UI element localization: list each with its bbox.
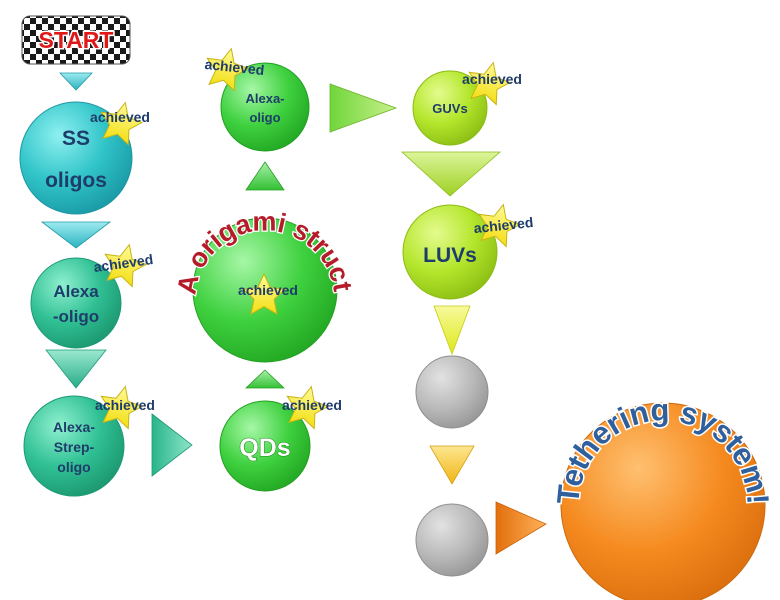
arrow-grey-2-to-tethering [495, 501, 547, 555]
achieved-label: achieved [238, 282, 298, 298]
arrow-alexa-oligo-to-alexa-strep [45, 349, 107, 389]
achieved-label: achieved [473, 214, 534, 236]
arrow-dna-origami-to-alexa-oligo [245, 161, 285, 191]
arrow-luvs-to-grey-1 [433, 305, 471, 356]
achieved-star-badge: achieved [90, 97, 150, 148]
achieved-star-badge: achieved [462, 57, 522, 108]
achieved-star-badge: achieved [94, 381, 155, 432]
alexa-oligo-top-label-line1: Alexa- [245, 91, 284, 106]
arrow-guvs-to-luvs [400, 151, 502, 197]
start-badge: START [21, 15, 131, 65]
node-ss-oligos: SS oligos [19, 101, 133, 215]
qds-label: QDs [239, 434, 290, 462]
luvs-label: LUVs [423, 244, 477, 267]
achieved-label: achieved [462, 71, 522, 87]
node-luvs: LUVs [402, 204, 498, 300]
guvs-label: GUVs [432, 101, 467, 116]
achieved-label: achieved [204, 56, 265, 78]
alexa-oligo-left-label-line2: -oligo [53, 307, 99, 326]
node-alexa-oligo-top: Alexa- oligo [220, 62, 310, 152]
node-guvs: GUVs [412, 70, 488, 146]
ss-oligos-label-line1: SS [62, 127, 90, 150]
achieved-star-badge: achieved [200, 43, 265, 94]
arrow-alexa-strep-to-qds [151, 413, 193, 477]
achieved-star-badge: achieved [472, 199, 534, 250]
node-qds: QDs [219, 400, 311, 492]
arrow-grey-1-to-grey-2 [429, 445, 475, 485]
start-label: START [39, 27, 114, 53]
alexa-strep-oligo-label-line1: Alexa- [53, 419, 95, 435]
achieved-label: achieved [90, 109, 150, 125]
achieved-star-badge: achieved [238, 273, 298, 315]
achieved-label: achieved [282, 397, 342, 413]
node-grey-placeholder-1 [415, 355, 489, 429]
ss-oligos-label-line2: oligos [45, 169, 107, 192]
arrow-qds-to-dna-origami [244, 369, 286, 389]
arrow-start-to-ss-oligos [59, 72, 93, 91]
arrow-alexa-oligo-to-guvs [329, 83, 398, 133]
achieved-label: achieved [95, 397, 155, 413]
alexa-oligo-top-label-line2: oligo [249, 110, 280, 125]
alexa-oligo-left-label-line1: Alexa [53, 282, 99, 301]
alexa-strep-oligo-label-line3: oligo [57, 459, 90, 475]
node-tethering-system: Tethering system! [549, 391, 777, 600]
arrow-ss-oligos-to-alexa-oligo [40, 221, 112, 249]
node-alexa-strep-oligo: Alexa- Strep- oligo [23, 395, 125, 497]
node-grey-placeholder-2 [415, 503, 489, 577]
node-alexa-oligo-left: Alexa -oligo [30, 257, 122, 349]
achieved-star-badge: achieved [280, 381, 342, 432]
alexa-strep-oligo-label-line2: Strep- [54, 439, 95, 455]
